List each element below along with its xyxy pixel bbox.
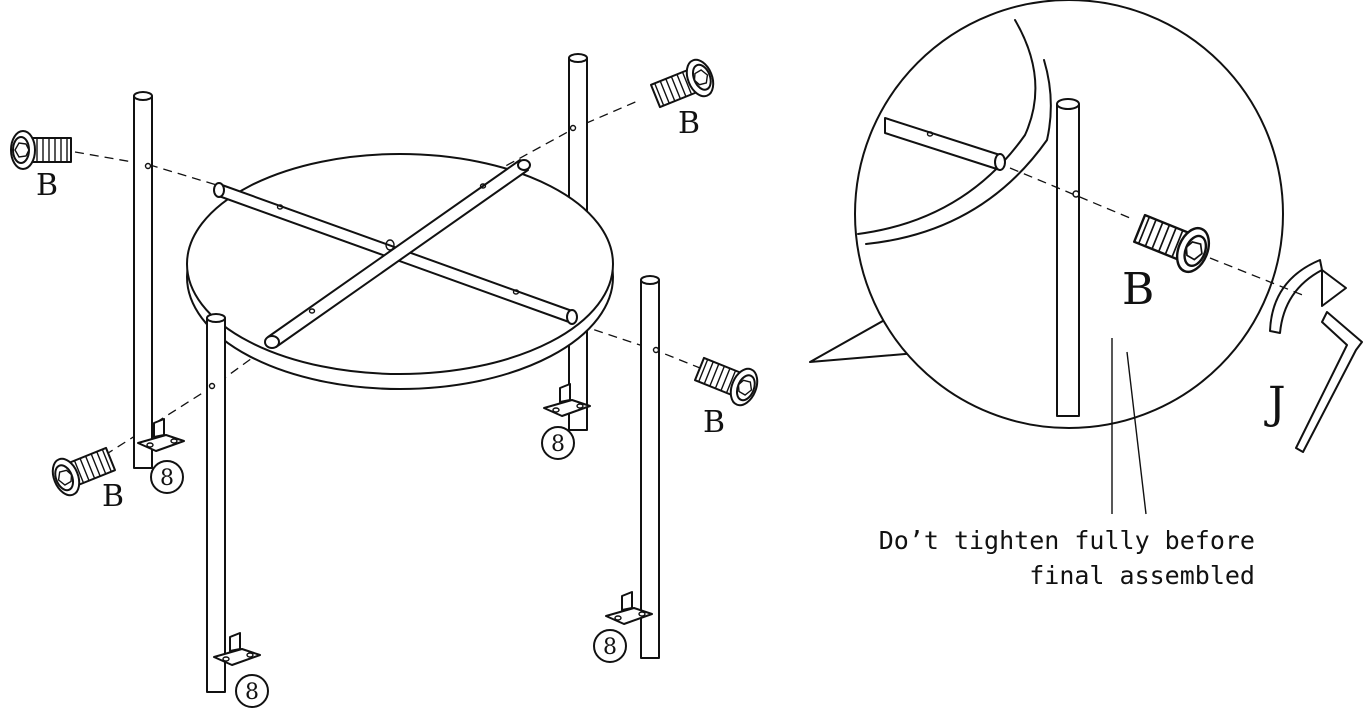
detail-callout-pointer	[809, 312, 918, 363]
bolt-top-right	[647, 54, 720, 115]
part-marker-8-front-right: 8	[593, 629, 627, 663]
svg-text:8: 8	[245, 680, 259, 705]
hex-key-tool	[1269, 259, 1363, 453]
note-line-2: final assembled	[1029, 561, 1255, 590]
label-b-top-left: B	[36, 168, 58, 203]
bolt-top-left	[10, 130, 72, 170]
detail-magnifier	[854, 0, 1306, 429]
table-leg-front-left	[206, 313, 226, 693]
part-marker-8-front-left: 8	[235, 674, 269, 708]
note-line-1: Do’t tighten fully before	[879, 526, 1255, 555]
cross-brace	[213, 159, 578, 349]
part-marker-8-back-left: 8	[150, 460, 184, 494]
svg-text:8: 8	[160, 466, 174, 491]
part-marker-8-back-right: 8	[541, 426, 575, 460]
label-b-detail: B	[1122, 264, 1154, 315]
table-leg-back-left	[133, 91, 153, 469]
label-b-top-right: B	[678, 106, 700, 141]
label-j-tool: J	[1264, 378, 1286, 429]
label-b-bottom-left: B	[102, 479, 124, 514]
note-pointer-lines	[1111, 338, 1147, 515]
assembly-line-bottom-left	[104, 344, 271, 456]
svg-text:8: 8	[551, 432, 565, 457]
round-tabletop	[186, 153, 614, 390]
table-leg-front-right	[640, 275, 660, 659]
label-b-bottom-right: B	[703, 405, 725, 440]
svg-text:8: 8	[603, 635, 617, 660]
bolt-bottom-right	[691, 350, 764, 411]
